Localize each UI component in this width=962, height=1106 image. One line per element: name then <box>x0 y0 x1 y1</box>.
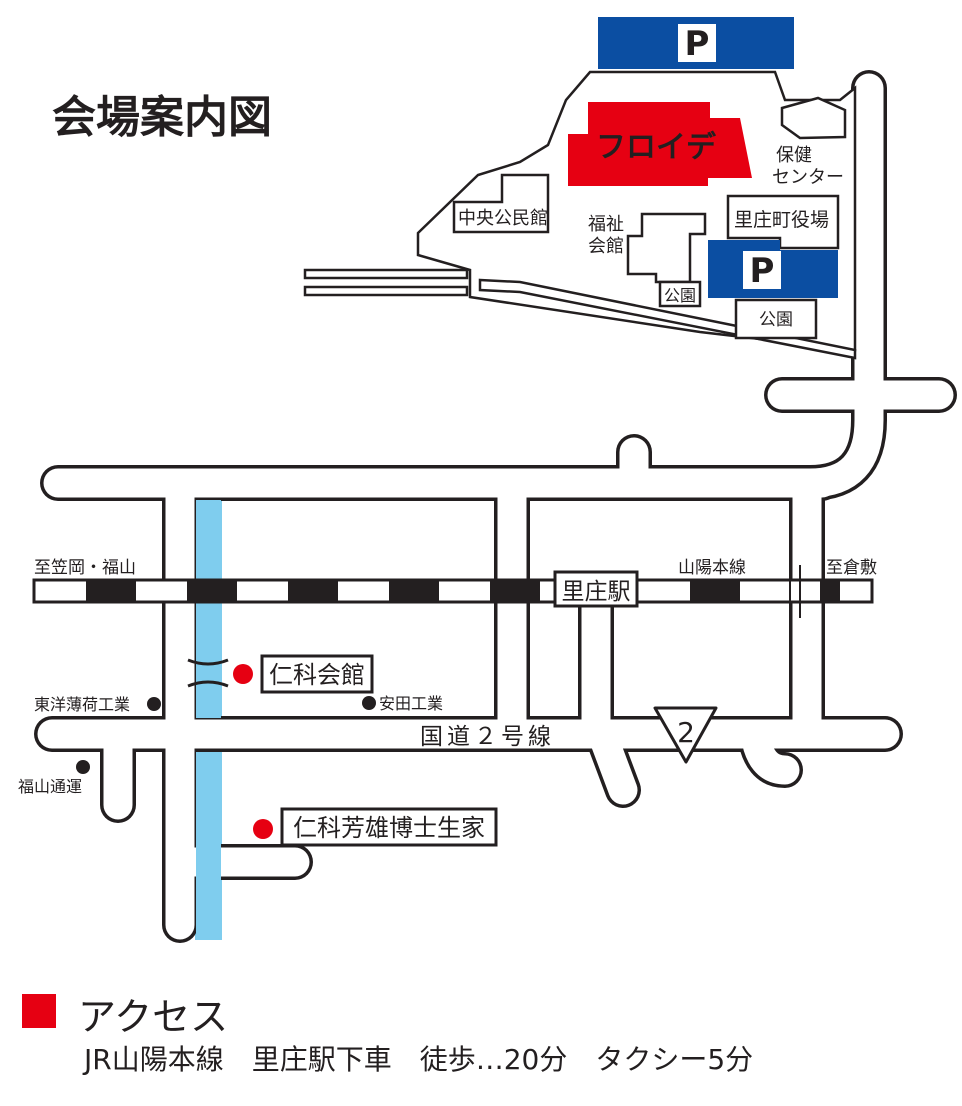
fukuyama-tsuun-marker <box>76 760 90 774</box>
nishina-birthplace-label: 仁科芳雄博士生家 <box>293 814 485 842</box>
nishina-hall-label: 仁科会館 <box>269 661 365 689</box>
venue-freude: フロイデ <box>568 102 752 186</box>
fukuyama-tsuun-label: 福山通運 <box>18 777 82 796</box>
parking-top: P <box>598 17 794 69</box>
health-center-label-2: センター <box>772 167 844 188</box>
road-network <box>34 70 957 943</box>
station-label: 里庄駅 <box>562 579 631 605</box>
river-segment-lower <box>196 752 221 940</box>
yasuda-marker <box>362 696 376 710</box>
railway-east-label: 至倉敷 <box>826 558 877 578</box>
nishina-birthplace-marker <box>253 819 273 839</box>
railway-west-label: 至笠岡・福山 <box>34 558 136 578</box>
community-hall-label: 中央公民館 <box>458 208 548 229</box>
health-center-label-1: 保健 <box>776 145 812 166</box>
toyo-hakka-marker <box>147 697 161 711</box>
access-heading: アクセス <box>78 995 229 1039</box>
welfare-hall-label-1: 福祉 <box>588 214 624 235</box>
park-label-2: 公園 <box>759 310 793 330</box>
welfare-hall-label-2: 会館 <box>588 236 624 257</box>
yasuda-label: 安田工業 <box>379 694 443 713</box>
town-office-label: 里庄町役場 <box>734 209 829 231</box>
toyo-hakka-label: 東洋薄荷工業 <box>34 695 130 714</box>
nishina-hall-marker <box>233 664 253 684</box>
venue-freude-label: フロイデ <box>596 130 717 165</box>
river-segment <box>196 500 221 718</box>
bridge <box>187 658 229 688</box>
nishina-birthplace: 仁科芳雄博士生家 <box>280 807 498 847</box>
park-label-1: 公園 <box>664 286 696 305</box>
health-center: 保健 センター <box>772 96 847 188</box>
venue-map: 会場案内図 <box>18 17 957 943</box>
highway-label: 国道２号線 <box>420 724 555 750</box>
parking-top-label: P <box>685 24 710 64</box>
town-office: 里庄町役場 <box>726 194 840 250</box>
community-hall: 中央公民館 <box>452 173 550 234</box>
map-title: 会場案内図 <box>52 92 272 143</box>
access-marker <box>22 994 56 1028</box>
park-lower: 公園 <box>734 298 818 340</box>
route-2-number: 2 <box>677 716 695 749</box>
route-2-sign: 2 <box>653 706 718 764</box>
satosho-station: 里庄駅 <box>553 570 639 608</box>
access-detail: JR山陽本線 里庄駅下車 徒歩…20分 タクシー5分 <box>84 1043 754 1076</box>
welfare-hall: 福祉 会館 公園 <box>588 212 707 308</box>
railway-line-label: 山陽本線 <box>678 558 746 578</box>
parking-lower: P <box>708 240 838 298</box>
parking-lower-label: P <box>750 251 775 291</box>
nishina-hall: 仁科会館 <box>260 654 374 694</box>
railway <box>32 565 874 618</box>
